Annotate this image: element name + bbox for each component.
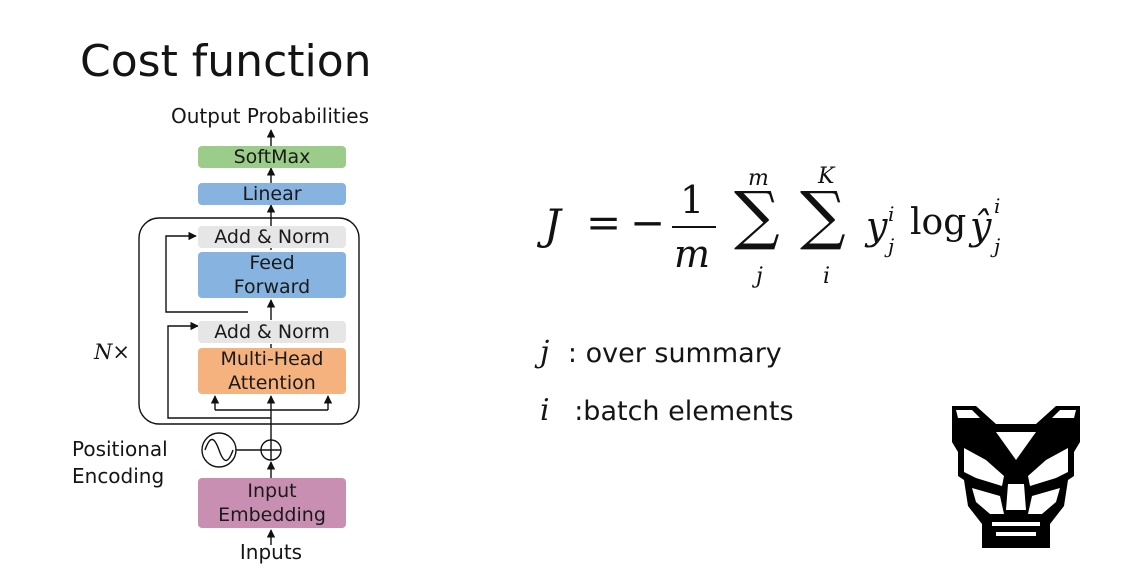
positional-encoding-line1: Positional — [72, 437, 168, 461]
softmax-block: SoftMax — [198, 146, 346, 168]
y-subscript: j — [888, 234, 895, 258]
transformer-diagram: Output Probabilities SoftMax Linear Add … — [0, 0, 400, 568]
legend-row-i: i :batch elements — [540, 393, 794, 428]
sum2-sigma: ∑ — [800, 179, 846, 253]
attention-line1: Multi-Head — [220, 348, 324, 370]
positional-encoding-line2: Encoding — [72, 464, 165, 488]
add-norm-top-label: Add & Norm — [214, 226, 330, 248]
add-norm-bottom-label: Add & Norm — [214, 321, 330, 343]
legend-text-j: : over summary — [567, 338, 782, 369]
yhat-subscript: j — [994, 234, 1001, 258]
log-function: log — [910, 202, 967, 243]
repeat-block-frame — [138, 217, 360, 425]
add-norm-top-block: Add & Norm — [198, 226, 346, 248]
cost-equation: J = − 1 m m ∑ j K ∑ i y i j log ŷ i j — [540, 160, 1040, 300]
feed-forward-line1: Feed — [249, 252, 295, 274]
linear-label: Linear — [242, 183, 302, 205]
inputs-label: Inputs — [239, 540, 303, 564]
input-embedding-block: Input Embedding — [198, 478, 346, 528]
legend-text-i: :batch elements — [574, 396, 794, 427]
sum1-sigma: ∑ — [734, 179, 780, 253]
multi-head-attention-block: Multi-Head Attention — [198, 348, 346, 394]
feed-forward-block: Feed Forward — [198, 252, 346, 298]
positional-encoding-label: Positional Encoding — [72, 436, 168, 490]
sum2-lower: i — [823, 264, 831, 289]
input-embedding-line2: Embedding — [218, 504, 326, 526]
sum1-lower: j — [756, 264, 763, 289]
fraction-numerator: 1 — [680, 178, 705, 222]
fraction-bar — [672, 226, 716, 228]
add-circle-icon — [260, 439, 282, 461]
legend-var-j: j — [540, 335, 550, 370]
diagram-connectors — [138, 129, 360, 545]
equation-equals: = — [586, 198, 622, 247]
yhat-superscript: i — [994, 194, 1001, 218]
output-probabilities-label: Output Probabilities — [171, 104, 369, 128]
equation-lhs: J — [544, 200, 561, 249]
equation-minus: − — [630, 198, 666, 247]
attention-line2: Attention — [228, 372, 316, 394]
sum2-upper: K — [818, 164, 835, 189]
softmax-label: SoftMax — [233, 146, 311, 168]
input-embedding-line1: Input — [247, 480, 297, 502]
y-term: y — [866, 204, 888, 248]
sum1-upper: m — [748, 166, 769, 191]
feed-forward-line2: Forward — [233, 276, 311, 298]
legend-row-j: j : over summary — [540, 335, 782, 370]
repeat-count-label: N× — [94, 340, 130, 364]
legend-var-i: i — [540, 393, 550, 428]
sine-wave-icon — [201, 432, 237, 468]
slide-title: Cost function — [80, 36, 372, 87]
add-norm-bottom-block: Add & Norm — [198, 321, 346, 343]
yhat-term: ŷ — [970, 204, 992, 248]
fraction-denominator: m — [674, 232, 711, 276]
autobot-logo-icon — [952, 406, 1080, 548]
y-superscript: i — [888, 202, 895, 226]
linear-block: Linear — [198, 183, 346, 205]
